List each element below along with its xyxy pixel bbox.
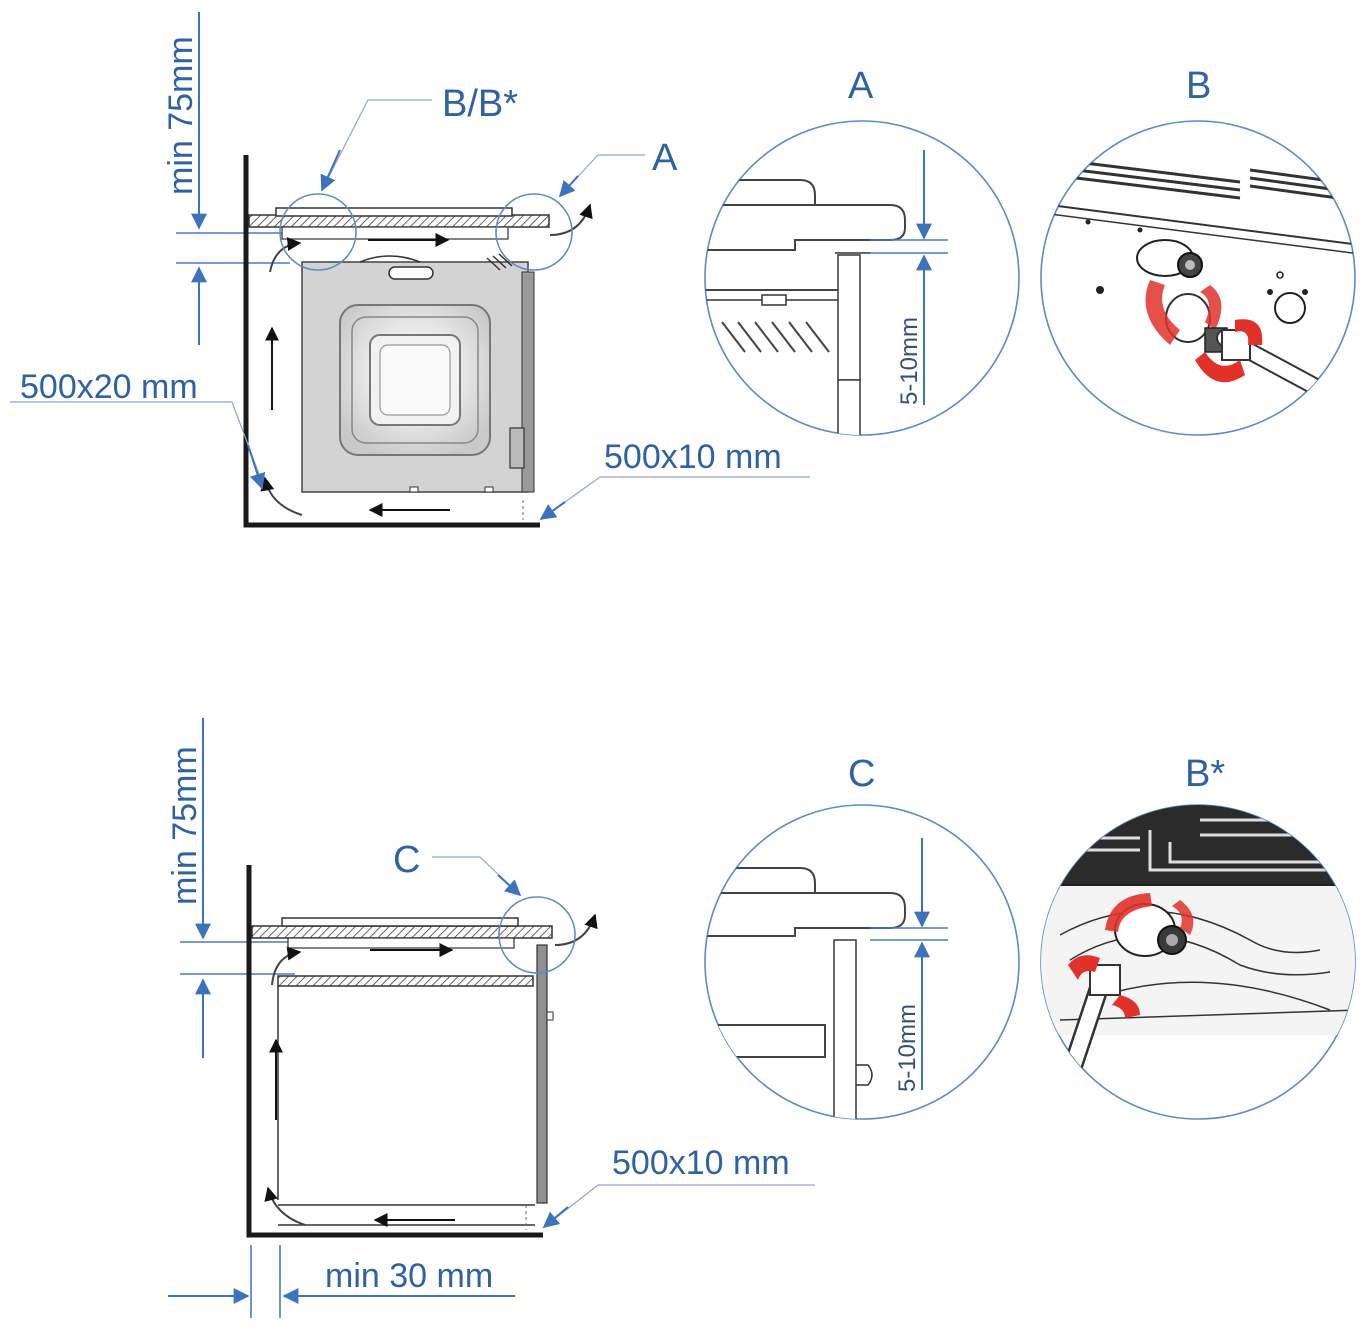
top-bb-label: B/B* [442, 83, 518, 125]
detail-c-title: C [848, 753, 875, 795]
bottom-wall [246, 865, 543, 1238]
bottom-worktop [251, 925, 553, 939]
bottom-min30-label: min 30 mm [325, 1257, 493, 1295]
top-a-marker-circle [495, 193, 573, 271]
top-a-label: A [652, 137, 678, 179]
detail-bstar: B* [1040, 753, 1356, 1120]
top-min75-label: min 75mm [162, 36, 200, 195]
detail-b-title: B [1186, 65, 1211, 107]
bottom-installation-section: min 75mm C 500x10 mm [166, 718, 815, 1318]
top-installation-section: min 75mm B [10, 12, 810, 528]
top-wall [243, 155, 540, 528]
bottom-c-marker-circle [498, 896, 576, 974]
detail-bstar-title: B* [1185, 753, 1225, 795]
top-500x10-label: 500x10 mm [604, 438, 782, 476]
detail-a-title: A [848, 65, 874, 107]
detail-c: C 5-10mm [704, 753, 1020, 1120]
bottom-shelf [277, 975, 534, 987]
bottom-c-label: C [393, 839, 420, 881]
detail-c-dim-label: 5-10mm [894, 1004, 921, 1092]
detail-b: B [1040, 65, 1356, 436]
top-hob [275, 207, 513, 217]
detail-a-dim-label: 5-10mm [896, 317, 923, 405]
top-bb-marker-circle [279, 193, 357, 271]
bottom-min75-label: min 75mm [166, 746, 204, 905]
top-500x20-label: 500x20 mm [20, 368, 198, 406]
bottom-500x10-label: 500x10 mm [612, 1144, 790, 1182]
top-worktop [248, 214, 550, 228]
detail-a: A 5-10mm [704, 65, 1020, 436]
